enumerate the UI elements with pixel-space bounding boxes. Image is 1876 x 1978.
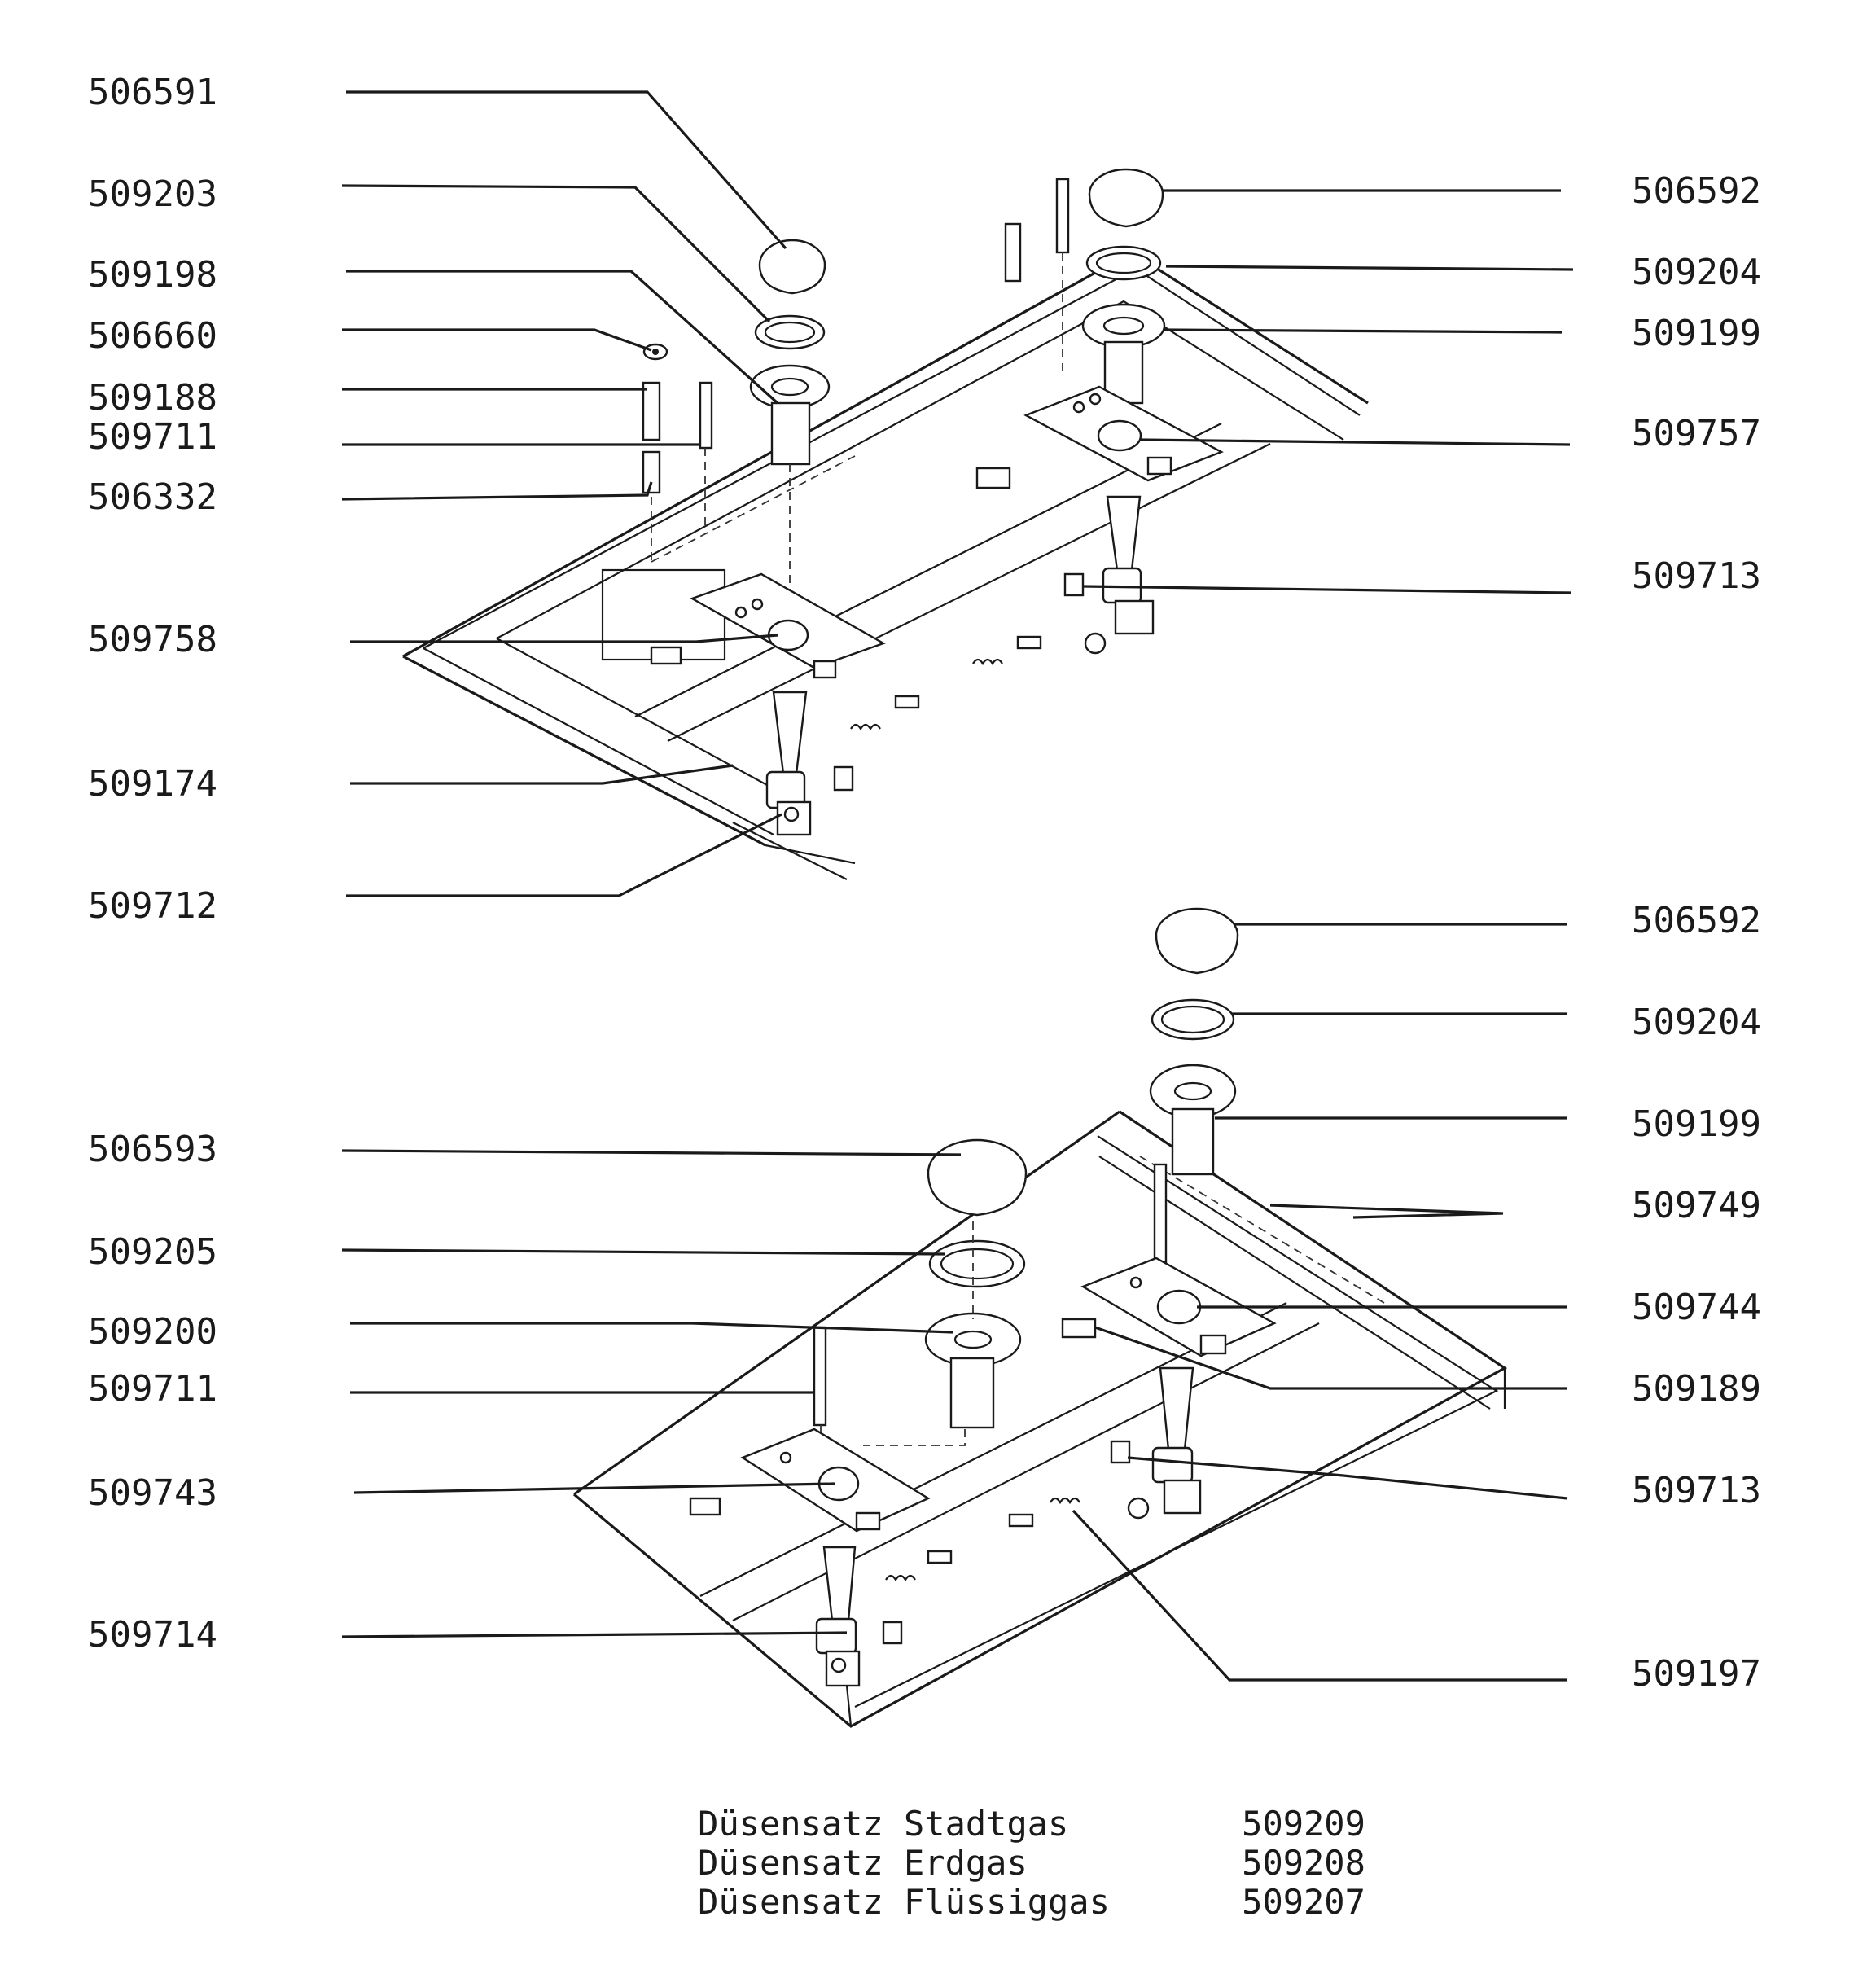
label-bottom-left-3: 509200	[88, 1311, 217, 1353]
label-top-left-7: 506332	[88, 476, 217, 518]
label-bottom-left-1: 506593	[88, 1129, 217, 1170]
label-top-right-3: 509199	[1632, 313, 1761, 354]
label-top-left-6: 509711	[88, 416, 217, 458]
label-top-left-5: 509188	[88, 377, 217, 419]
bottom-left-burner-stack	[689, 1138, 1080, 1687]
top-hob-assembly: 506591 509203 509198 506660 509188 50971…	[88, 72, 1761, 927]
legend-row-erdgas: Düsensatz Erdgas 509208	[616, 1805, 1365, 1883]
label-bottom-right-4: 509749	[1632, 1185, 1761, 1226]
label-bottom-right-7: 509713	[1632, 1470, 1761, 1511]
label-bottom-right-8: 509197	[1632, 1653, 1761, 1695]
label-bottom-right-6: 509189	[1632, 1368, 1761, 1410]
bottom-left-labels: 506593 509205 509200 509711 509743 50971…	[88, 1129, 217, 1656]
label-bottom-right-1: 506592	[1632, 900, 1761, 941]
label-top-right-4: 509757	[1632, 413, 1761, 454]
legend-row-fluessiggas: Düsensatz Flüssiggas 509207	[616, 1844, 1365, 1922]
label-bottom-left-6: 509714	[88, 1614, 217, 1656]
label-bottom-right-2: 509204	[1632, 1002, 1761, 1043]
legend-name: Düsensatz Flüssiggas	[698, 1882, 1110, 1922]
legend-name: Düsensatz Stadtgas	[698, 1804, 1069, 1844]
label-bottom-right-3: 509199	[1632, 1103, 1761, 1145]
label-top-left-8: 509758	[88, 619, 217, 660]
nozzle-set-legend: Düsensatz Stadtgas 509209 Düsensatz Erdga…	[616, 1765, 1365, 1922]
label-top-right-5: 509713	[1632, 555, 1761, 597]
top-frame	[402, 251, 1369, 880]
legend-code: 509207	[1242, 1882, 1365, 1922]
label-top-left-9: 509174	[88, 763, 217, 805]
top-right-labels: 506592 509204 509199 509757 509713	[1632, 170, 1761, 597]
label-bottom-left-2: 509205	[88, 1231, 217, 1273]
label-top-right-2: 509204	[1632, 252, 1761, 293]
label-bottom-left-4: 509711	[88, 1368, 217, 1410]
legend-row-stadtgas: Düsensatz Stadtgas 509209	[616, 1765, 1365, 1844]
top-leader-lines	[341, 90, 1574, 897]
bottom-right-burner-stack	[1061, 907, 1277, 1520]
top-right-burner-stack	[1004, 168, 1224, 655]
label-top-left-1: 506591	[88, 72, 217, 113]
bottom-leader-lines	[341, 923, 1568, 1682]
label-top-left-2: 509203	[88, 173, 217, 215]
label-top-left-10: 509712	[88, 885, 217, 927]
legend-name: Düsensatz Erdgas	[698, 1843, 1028, 1883]
bottom-hob-assembly: 506593 509205 509200 509711 509743 50971…	[88, 900, 1761, 1728]
label-bottom-left-5: 509743	[88, 1472, 217, 1514]
label-top-left-3: 509198	[88, 254, 217, 296]
label-bottom-right-5: 509744	[1632, 1287, 1761, 1328]
legend-code: 509209	[1242, 1804, 1365, 1844]
legend-code: 509208	[1242, 1843, 1365, 1883]
top-left-labels: 506591 509203 509198 506660 509188 50971…	[88, 72, 217, 927]
label-top-left-4: 506660	[88, 315, 217, 357]
label-top-right-1: 506592	[1632, 170, 1761, 212]
bottom-right-labels: 506592 509204 509199 509749 509744 50918…	[1632, 900, 1761, 1695]
top-left-burner-stack	[642, 239, 1042, 836]
